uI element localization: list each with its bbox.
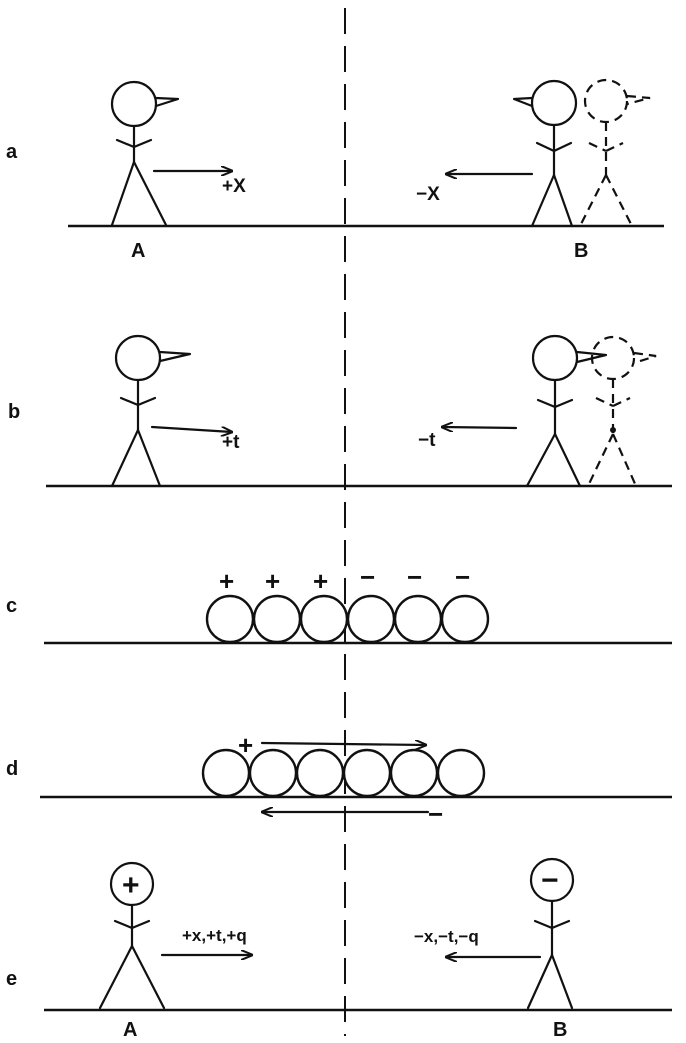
label-plus-x-t-q: +x,+t,+q — [182, 926, 247, 945]
ball-row-c — [205, 594, 490, 644]
positive-charge-ball — [299, 594, 349, 644]
minus-sign: − — [360, 562, 375, 592]
observer-a-figure-e — [98, 861, 166, 1010]
positive-charge-ball — [205, 594, 255, 644]
panel-label-c: c — [6, 595, 17, 617]
panel-label-e: e — [6, 968, 17, 990]
panel-a: a +X A — [6, 78, 664, 262]
person-label-a-bottom: A — [123, 1019, 137, 1041]
mirror-image-figure-a — [579, 78, 651, 227]
negative-charge-ball — [248, 748, 298, 798]
negative-charge-ball — [440, 594, 490, 644]
panel-label-b: b — [8, 401, 20, 423]
minus-sign-d: − — [428, 799, 443, 829]
observer-b-figure-e — [526, 857, 575, 1010]
arrow-plus-charge-right — [260, 743, 428, 745]
observer-b-figure-b — [525, 334, 608, 488]
positive-charge-ball — [252, 594, 302, 644]
positive-charge-ball — [295, 748, 345, 798]
observer-a-figure — [110, 80, 180, 227]
negative-charge-sign: − — [541, 864, 559, 897]
label-plus-t: +t — [222, 432, 240, 453]
positive-charge-sign: + — [122, 869, 140, 902]
panel-e: e + +x,+t,+q A − −x,−t,−q B — [6, 857, 672, 1041]
positive-charge-ball — [389, 748, 439, 798]
person-label-b-top: B — [574, 240, 588, 262]
negative-charge-ball — [342, 748, 392, 798]
ball-row-d — [201, 748, 486, 798]
label-plus-x: +X — [222, 176, 246, 197]
label-minus-x-t-q: −x,−t,−q — [414, 927, 479, 946]
person-label-a-top: A — [131, 240, 145, 262]
mirror-image-figure-b — [587, 335, 657, 487]
negative-charge-ball — [346, 594, 396, 644]
panel-label-a: a — [6, 141, 18, 163]
negative-charge-ball — [436, 748, 486, 798]
panel-label-d: d — [6, 758, 18, 780]
panel-c: c + + + − − − — [6, 562, 672, 645]
arrow-minus-t — [440, 427, 518, 428]
plus-sign-d: + — [238, 730, 253, 760]
panel-d: d + − — [6, 730, 672, 829]
observer-a-figure-b — [110, 334, 192, 488]
negative-charge-ball — [393, 594, 443, 644]
label-minus-t: −t — [418, 430, 436, 451]
plus-sign: + — [313, 566, 328, 596]
plus-sign: + — [265, 566, 280, 596]
person-label-b-bottom: B — [553, 1019, 567, 1041]
plus-sign: + — [219, 566, 234, 596]
minus-sign: − — [407, 562, 422, 592]
panel-b: b +t — [8, 334, 672, 488]
minus-sign: − — [455, 562, 470, 592]
observer-b-figure — [512, 79, 578, 228]
arrow-plus-t — [150, 425, 232, 432]
label-minus-x: −X — [416, 184, 440, 205]
